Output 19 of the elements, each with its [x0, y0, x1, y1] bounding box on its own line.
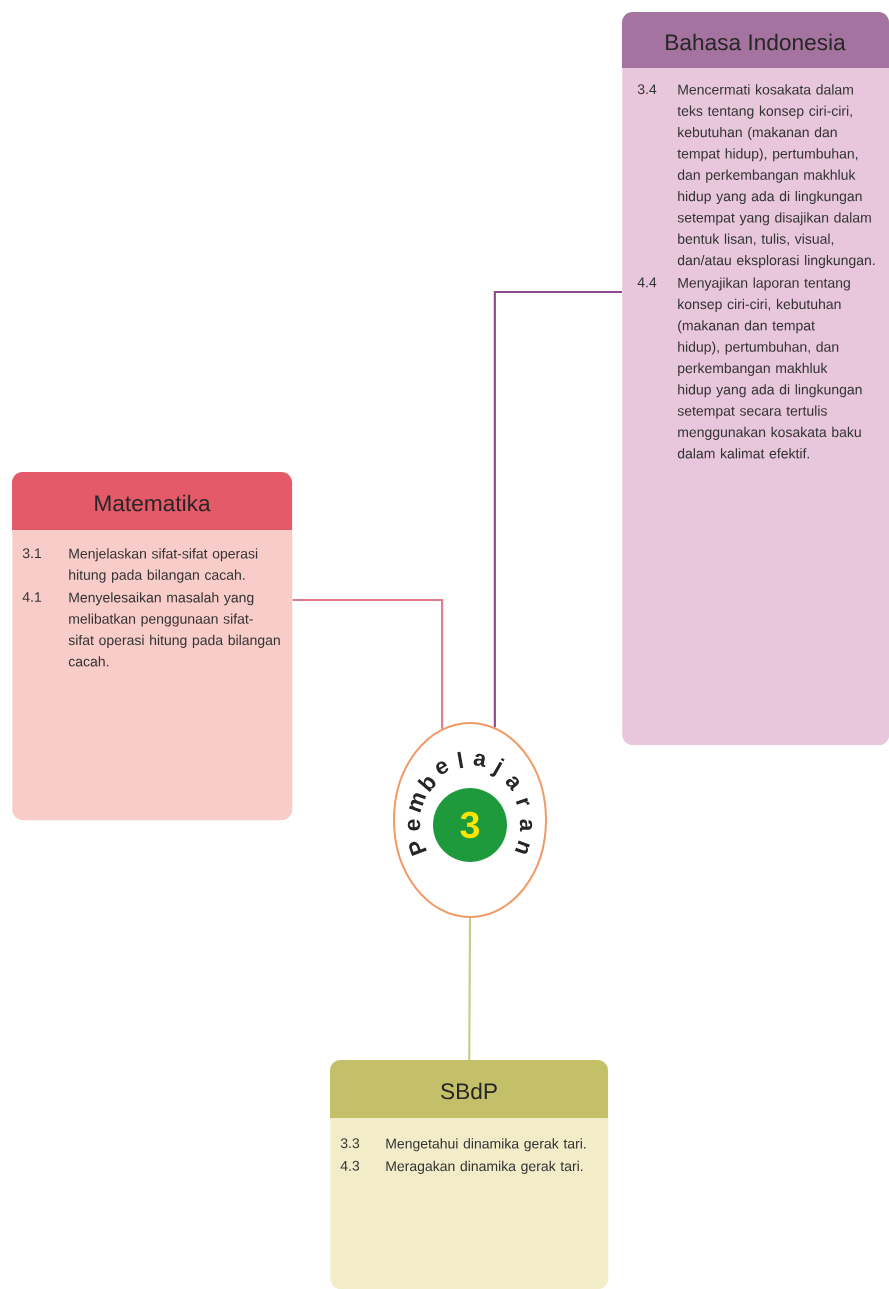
item-text: Menyelesaikan masalah yang melibatkan penggunaan sifat-sifat operasi hitung pada bilangan cacah.: [68, 592, 280, 667]
item-text: Menjelaskan sifat-sifat operasi hitung pada bilangan cacah.: [69, 548, 258, 583]
card-header: SBdP: [330, 1060, 608, 1118]
connector-line: [468, 918, 472, 1060]
item-number: 4.4: [637, 277, 657, 288]
item-text: Mencermati kosakata dalam teks tentang konsep ciri-ciri, kebutuhan (makanan dan tempat hidup), pertumbuhan, dan perkembangan makhluk hidup yang ada di lingkungan setempat yang disajikan dalam bentuk lisan, tulis, visual, dan/atau eksplorasi lingkungan.: [677, 84, 875, 268]
item-number: 4.1: [22, 592, 42, 602]
connector-line: [292, 598, 444, 729]
item-number: 3.4: [637, 84, 657, 95]
item-number: 4.3: [340, 1160, 360, 1171]
item-text: Menyajikan laporan tentang konsep ciri-ciri, kebutuhan (makanan dan tempat hidup), pertumbuhan, dan perkembangan makhluk hidup yang ada di lingkungan setempat secara tertulis menggunakan kosakata baku dalam kalimat efektif.: [677, 277, 862, 459]
card-header: Matematika: [12, 472, 292, 530]
card-header: Bahasa Indonesia: [622, 12, 889, 68]
number-badge: 3: [433, 788, 507, 862]
item-text: Meragakan dinamika gerak tari.: [386, 1160, 583, 1174]
item-text: Mengetahui dinamika gerak tari.: [386, 1138, 586, 1152]
item-number: 3.1: [22, 548, 42, 559]
item-number: 3.3: [340, 1138, 360, 1149]
connector-line: [493, 290, 622, 728]
